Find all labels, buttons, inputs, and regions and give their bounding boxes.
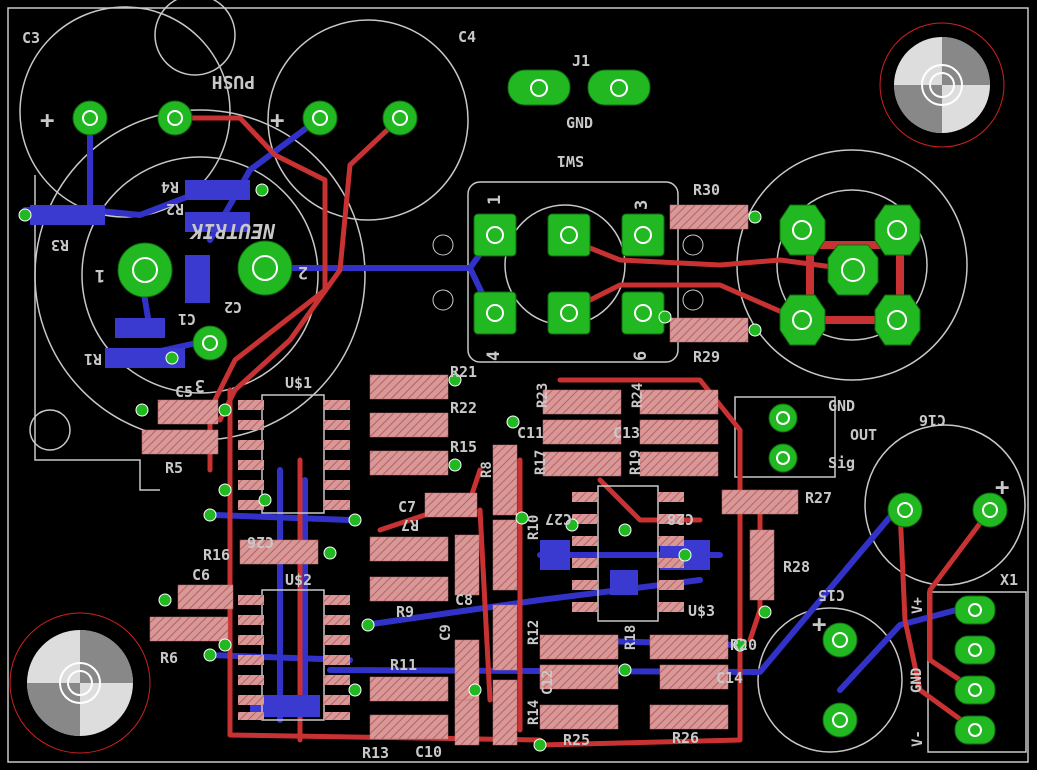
label-c3: C3 <box>22 29 40 47</box>
label-gnd-x1: GND <box>909 668 925 693</box>
label-r22: R22 <box>450 399 477 417</box>
label-r10: R10 <box>526 515 542 540</box>
sw1-pin4-label: 4 <box>484 351 504 361</box>
label-c2: C2 <box>224 298 242 316</box>
label-vminus: V- <box>910 730 926 747</box>
label-r3: R3 <box>51 236 69 254</box>
label-vplus: V+ <box>910 597 926 614</box>
sw1-pin3-label: 3 <box>632 200 652 210</box>
label-r12: R12 <box>526 620 542 645</box>
label-c9: C9 <box>438 624 454 641</box>
label-out: OUT <box>850 426 877 444</box>
mounting-hole-bottom-left <box>9 612 151 754</box>
sw1-pin6-label: 6 <box>631 351 651 361</box>
label-c11: C11 <box>517 424 544 442</box>
j-pin2-label: 2 <box>298 262 308 282</box>
label-c16: C16 <box>919 411 946 429</box>
label-u1: U$1 <box>285 374 312 392</box>
label-c14: C14 <box>716 669 743 687</box>
label-gnd-out: GND <box>828 397 855 415</box>
label-x1: X1 <box>1000 571 1018 589</box>
label-c28: C28 <box>667 510 694 528</box>
label-r11: R11 <box>390 656 417 674</box>
label-u2: U$2 <box>285 571 312 589</box>
label-push: PUSH <box>212 71 255 92</box>
label-r4: R4 <box>161 178 179 196</box>
label-sig: Sig <box>828 454 855 472</box>
label-c12: C12 <box>540 670 556 695</box>
c4-plus-sign: + <box>270 106 284 134</box>
c16-plus-sign: + <box>995 473 1009 501</box>
label-r24: R24 <box>630 383 646 408</box>
smd-components <box>30 180 799 746</box>
j-pin3-label: 3 <box>195 375 205 395</box>
label-c27: C27 <box>545 510 572 528</box>
label-r8: R8 <box>479 461 495 478</box>
label-r29: R29 <box>693 348 720 366</box>
label-r30: R30 <box>693 181 720 199</box>
label-c10: C10 <box>415 743 442 761</box>
label-r25: R25 <box>563 731 590 749</box>
label-r5: R5 <box>165 459 183 477</box>
label-r27: R27 <box>805 489 832 507</box>
label-c7: C7 <box>398 498 416 516</box>
sw1-pin1-label: 1 <box>485 195 505 205</box>
label-c5: C5 <box>175 383 193 401</box>
label-gnd-top: GND <box>566 114 593 132</box>
label-c15: C15 <box>818 586 845 604</box>
label-c1: C1 <box>178 310 196 328</box>
c15-plus-sign: + <box>812 610 826 638</box>
label-r15: R15 <box>450 438 477 456</box>
label-c6: C6 <box>192 566 210 584</box>
label-r18: R18 <box>623 625 639 650</box>
label-r1: R1 <box>84 350 102 368</box>
label-r23: R23 <box>535 383 551 408</box>
label-r20: R20 <box>730 636 757 654</box>
mounting-hole-top-right <box>879 22 1005 148</box>
c3-plus-sign: + <box>40 106 54 134</box>
label-c4: C4 <box>458 28 476 46</box>
label-sw1: SW1 <box>557 152 584 170</box>
label-r6: R6 <box>160 649 178 667</box>
label-r14: R14 <box>526 700 542 725</box>
ic-packages <box>238 394 684 721</box>
label-r9: R9 <box>396 603 414 621</box>
label-r21: R21 <box>450 363 477 381</box>
vias <box>18 183 772 752</box>
through-hole-pads <box>72 69 1008 745</box>
label-c8: C8 <box>455 591 473 609</box>
label-r7: R7 <box>401 516 419 534</box>
label-brand: NEUTRIK <box>189 219 276 243</box>
label-u3: U$3 <box>688 602 715 620</box>
label-r17: R17 <box>533 450 549 475</box>
label-c13: C13 <box>613 424 640 442</box>
label-r2: R2 <box>166 200 184 218</box>
label-r13: R13 <box>362 744 389 762</box>
label-r16: R16 <box>203 546 230 564</box>
label-r28: R28 <box>783 558 810 576</box>
label-r26: R26 <box>672 729 699 747</box>
j-pin1-label: 1 <box>95 265 105 285</box>
label-c26: C26 <box>247 533 274 551</box>
label-r19: R19 <box>628 450 644 475</box>
label-j1: J1 <box>572 52 590 70</box>
